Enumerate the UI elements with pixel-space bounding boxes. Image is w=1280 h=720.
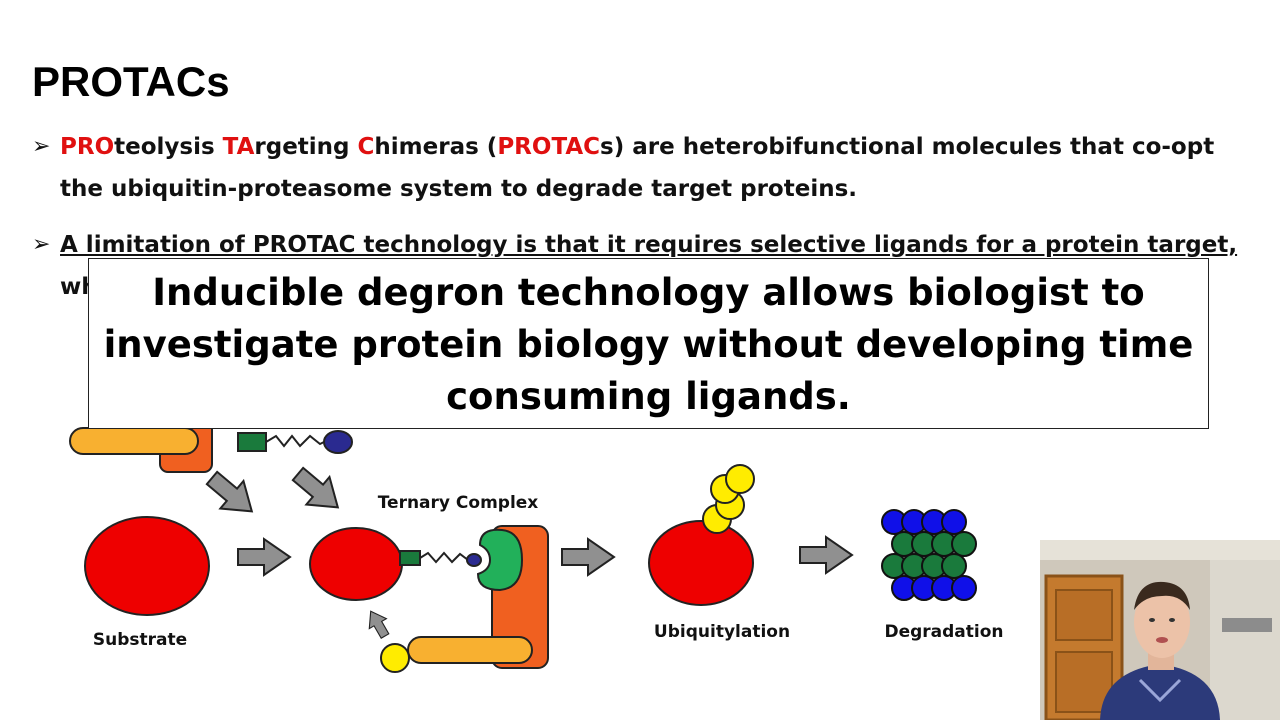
- ubiquitylated-substrate: [648, 464, 755, 606]
- protac-mechanism-diagram: Substrate Ternary Complex Ubiquitylation…: [69, 420, 1004, 673]
- bullet-1: ➢ PROteolysis TArgeting Chimeras (PROTAC…: [32, 126, 1247, 210]
- slide-title: PROTACs: [32, 58, 230, 105]
- bullet-arrow-icon: ➢: [32, 232, 51, 257]
- caption-overlay-text: Inducible degron technology allows biolo…: [103, 271, 1194, 418]
- arrow-icon: [237, 538, 291, 576]
- ubiquitylation-label: Ubiquitylation: [654, 622, 790, 642]
- protac-molecule-top: [237, 430, 353, 454]
- presenter-webcam: [1040, 540, 1280, 720]
- proteasome-subunit: [941, 553, 967, 579]
- bullet-arrow-icon: ➢: [32, 134, 51, 159]
- arrow-icon: [285, 459, 351, 523]
- ternary-complex-label: Ternary Complex: [378, 493, 539, 513]
- arrow-icon: [361, 605, 395, 642]
- bullet-1-text: PROteolysis TArgeting Chimeras (PROTACs)…: [60, 134, 1215, 202]
- bullet-2-line-1: A limitation of PROTAC technology is tha…: [60, 232, 1238, 258]
- caption-overlay-box: Inducible degron technology allows biolo…: [88, 258, 1209, 429]
- degradation-label: Degradation: [884, 622, 1003, 642]
- proteasome-subunit: [951, 575, 977, 601]
- arrow-icon: [799, 536, 853, 574]
- ternary-complex: [309, 525, 549, 673]
- webcam-feed-image: [1040, 540, 1280, 720]
- proteasome-degradation: [881, 509, 977, 601]
- proteasome-subunit: [941, 509, 967, 535]
- arrow-icon: [561, 538, 615, 576]
- substrate-protein: [84, 516, 210, 616]
- proteasome-subunit: [951, 531, 977, 557]
- substrate-label: Substrate: [93, 630, 187, 650]
- bullet-2: ➢ A limitation of PROTAC technology is t…: [32, 224, 1247, 308]
- arrow-icon: [199, 463, 265, 527]
